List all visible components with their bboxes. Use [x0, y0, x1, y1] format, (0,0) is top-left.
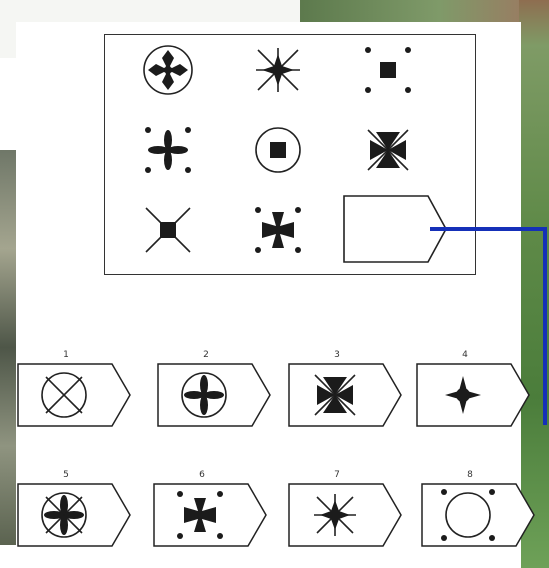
x-cross-bowtie-icon	[287, 362, 405, 428]
circle-square-icon	[246, 118, 310, 182]
option-3[interactable]: 3	[287, 350, 405, 428]
option-6[interactable]: 6	[152, 470, 270, 548]
circle-cross-spiky-icon	[136, 38, 200, 102]
option-number: 3	[287, 350, 387, 360]
x-cross-bowtie-icon	[356, 118, 420, 182]
circle-x-icon	[16, 362, 134, 428]
circle-four-dots-icon	[420, 482, 538, 548]
option-8[interactable]: 8	[420, 470, 538, 548]
option-5[interactable]: 5	[16, 470, 134, 548]
starburst-icon	[287, 482, 405, 548]
option-4[interactable]: 4	[415, 350, 533, 428]
square-four-dots-icon	[356, 38, 420, 102]
starburst-icon	[246, 38, 310, 102]
maltese-cross-dots-icon	[246, 198, 310, 262]
option-number: 6	[152, 470, 252, 480]
option-number: 7	[287, 470, 387, 480]
option-7[interactable]: 7	[287, 470, 405, 548]
option-number: 5	[16, 470, 116, 480]
option-number: 1	[16, 350, 116, 360]
four-petal-dots-icon	[136, 118, 200, 182]
option-number: 8	[420, 470, 520, 480]
option-number: 4	[415, 350, 515, 360]
circle-x-four-petal-icon	[16, 482, 134, 548]
option-1[interactable]: 1	[16, 350, 134, 428]
circle-four-petal-icon	[156, 362, 274, 428]
option-2[interactable]: 2	[156, 350, 274, 428]
empty-tab-slot-icon[interactable]	[342, 194, 450, 264]
option-number: 2	[156, 350, 256, 360]
four-petal-star-icon	[415, 362, 533, 428]
x-square-icon	[136, 198, 200, 262]
maltese-cross-dots-icon	[152, 482, 270, 548]
